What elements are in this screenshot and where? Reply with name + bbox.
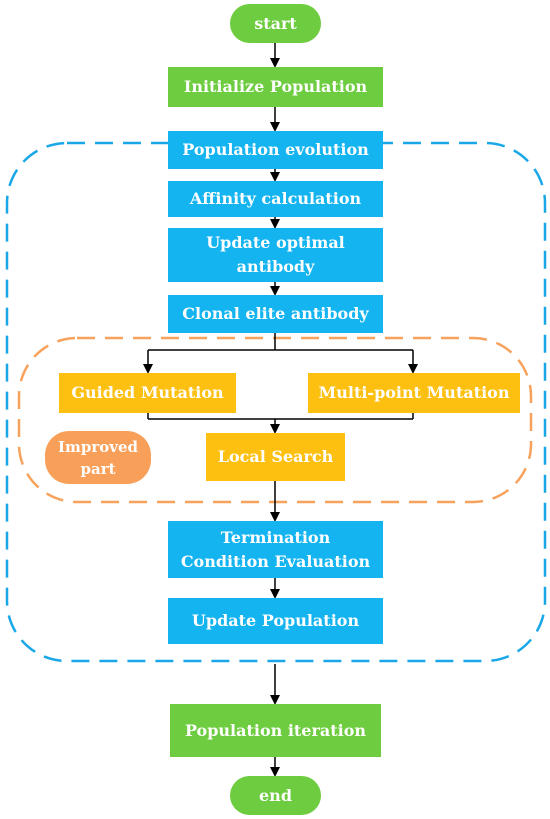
update-population-node: Update Population: [168, 598, 383, 644]
termination-condition-node: Termination Condition Evaluation: [168, 521, 383, 578]
guided-mutation-node: Guided Mutation: [59, 373, 236, 413]
end-node: end: [230, 776, 321, 815]
improved-part-label: Improved part: [45, 431, 151, 484]
affinity-calculation-node: Affinity calculation: [168, 181, 383, 217]
clonal-elite-antibody-node: Clonal elite antibody: [168, 295, 383, 333]
initialize-population-node: Initialize Population: [168, 67, 383, 107]
population-iteration-node: Population iteration: [170, 704, 381, 757]
start-node: start: [230, 4, 321, 43]
population-evolution-node: Population evolution: [168, 131, 383, 169]
local-search-node: Local Search: [206, 433, 345, 481]
multi-point-mutation-node: Multi-point Mutation: [308, 373, 520, 413]
update-optimal-antibody-node: Update optimal antibody: [168, 228, 383, 282]
